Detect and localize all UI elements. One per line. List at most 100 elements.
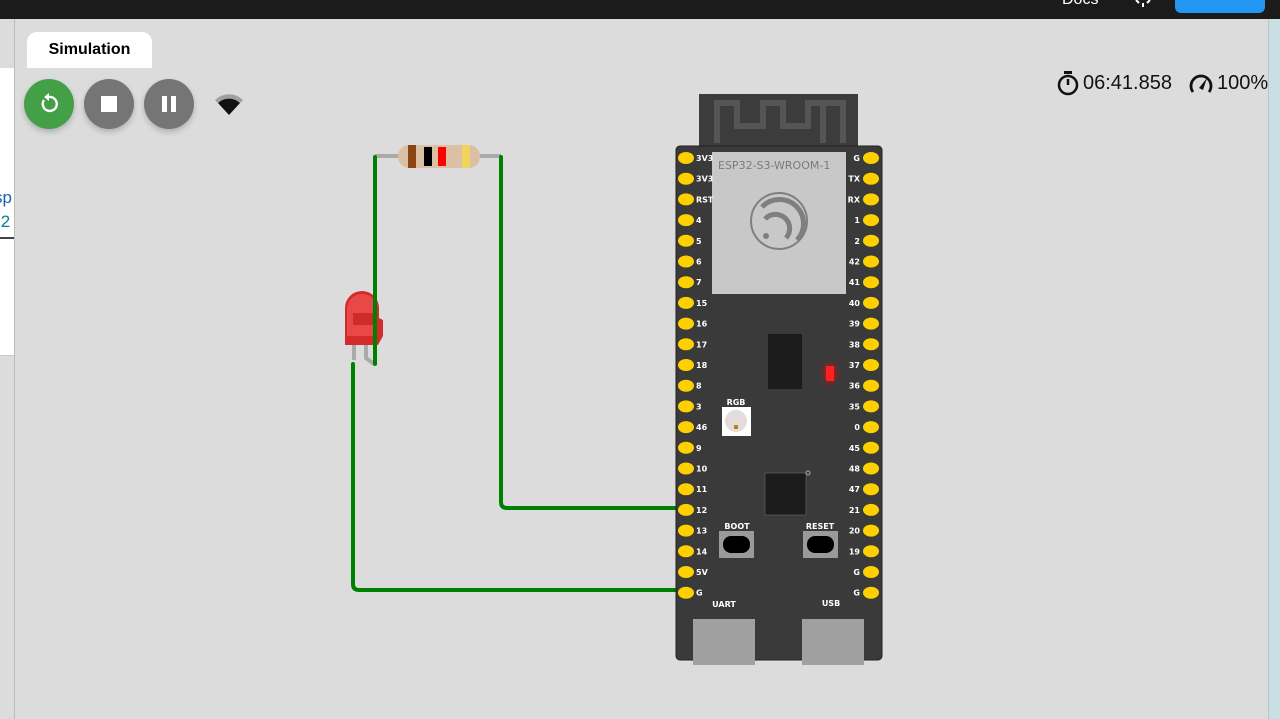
share-button[interactable]	[1175, 0, 1265, 13]
pin-right[interactable]	[863, 379, 879, 392]
pin-right[interactable]	[863, 317, 879, 330]
pin-left[interactable]	[678, 503, 694, 516]
pin-right[interactable]	[863, 152, 879, 164]
simulation-time: 06:41.858	[1083, 71, 1172, 94]
pin-left[interactable]	[678, 400, 694, 413]
pin-label: G	[853, 568, 860, 577]
pin-left[interactable]	[678, 234, 694, 247]
pin-label: 18	[696, 361, 708, 370]
pin-label: 48	[849, 465, 861, 474]
pin-left[interactable]	[678, 214, 694, 227]
pin-label: 7	[696, 278, 702, 287]
pin-label: 15	[696, 299, 708, 308]
pin-left[interactable]	[678, 276, 694, 289]
resistor[interactable]	[375, 145, 501, 168]
docs-link[interactable]: Docs	[1062, 0, 1098, 9]
pin-label: 9	[696, 444, 702, 453]
pin-right[interactable]	[863, 276, 879, 289]
pin-left[interactable]	[678, 379, 694, 392]
pin-right[interactable]	[863, 483, 879, 496]
reset-button[interactable]	[803, 531, 838, 558]
usb-port	[802, 619, 864, 665]
pin-label: RX	[848, 195, 861, 204]
pin-left[interactable]	[678, 566, 694, 578]
pin-label: 4	[696, 216, 702, 225]
pin-left[interactable]	[678, 462, 694, 475]
pin-label: 2	[854, 237, 860, 246]
top-bar: Docs	[0, 0, 1280, 19]
pin-label: 10	[696, 465, 708, 474]
scrollbar[interactable]	[1268, 19, 1280, 719]
pin-right[interactable]	[863, 193, 879, 206]
speed-gauge-icon	[1189, 74, 1213, 93]
pin-left[interactable]	[678, 152, 694, 164]
wires[interactable]	[351, 155, 688, 592]
pin-label: 14	[696, 547, 708, 556]
wifi-icon[interactable]	[214, 92, 244, 116]
red-led[interactable]	[345, 291, 383, 366]
pin-label: RST	[696, 195, 714, 204]
pin-right[interactable]	[863, 503, 879, 516]
divider	[0, 237, 14, 239]
pin-right[interactable]	[863, 462, 879, 475]
svg-text:RGB: RGB	[727, 398, 746, 407]
pin-label: 47	[849, 485, 860, 494]
uart-port	[693, 619, 755, 665]
pin-right[interactable]	[863, 214, 879, 227]
pin-left[interactable]	[678, 359, 694, 371]
stop-button[interactable]	[84, 79, 134, 129]
pin-label: 42	[849, 258, 860, 267]
pin-right[interactable]	[863, 172, 879, 185]
pin-left[interactable]	[678, 524, 694, 537]
theme-toggle-icon[interactable]	[1132, 0, 1154, 8]
pin-right[interactable]	[863, 359, 879, 371]
wire-led-gnd	[351, 362, 688, 592]
pin-label: 46	[696, 423, 708, 432]
pin-right[interactable]	[863, 338, 879, 351]
power-led	[826, 366, 834, 381]
pin-right[interactable]	[863, 545, 879, 558]
pin-right[interactable]	[863, 441, 879, 454]
pin-label: 40	[849, 299, 861, 308]
pin-label: 8	[696, 382, 702, 391]
pin-label: 0	[854, 423, 860, 432]
pin-left[interactable]	[678, 317, 694, 330]
pin-right[interactable]	[863, 255, 879, 268]
pin-label: 5	[696, 237, 702, 246]
pin-left[interactable]	[678, 421, 694, 434]
pin-left[interactable]	[678, 338, 694, 351]
pin-right[interactable]	[863, 234, 879, 247]
pin-left[interactable]	[678, 255, 694, 268]
pin-label: 1	[854, 216, 860, 225]
pin-left[interactable]	[678, 296, 694, 309]
pin-label: G	[853, 589, 860, 598]
pin-left[interactable]	[678, 586, 694, 599]
pin-label: 35	[849, 402, 861, 411]
pin-right[interactable]	[863, 421, 879, 434]
boot-button[interactable]	[719, 531, 754, 558]
pin-label: 12	[696, 506, 707, 515]
pin-right[interactable]	[863, 296, 879, 309]
wire-resistor-gpio12	[499, 155, 688, 510]
pin-label: G	[853, 154, 860, 163]
pin-right[interactable]	[863, 524, 879, 537]
pin-label: 36	[849, 382, 861, 391]
pin-label: 3V3	[696, 175, 713, 184]
pause-button[interactable]	[144, 79, 194, 129]
pin-label: 13	[696, 527, 707, 536]
pin-left[interactable]	[678, 545, 694, 558]
tab-simulation[interactable]: Simulation	[27, 32, 152, 68]
pin-left[interactable]	[678, 193, 694, 206]
pin-right[interactable]	[863, 566, 879, 578]
pin-left[interactable]	[678, 441, 694, 454]
pin-right[interactable]	[863, 400, 879, 413]
pin-left[interactable]	[678, 483, 694, 496]
svg-text:UART: UART	[712, 600, 736, 609]
pin-right[interactable]	[863, 586, 879, 599]
pin-label: 6	[696, 258, 702, 267]
pin-left[interactable]	[678, 172, 694, 185]
svg-text:USB: USB	[822, 599, 840, 608]
esp32-s3-devkit-board[interactable]: ESP32-S3-WROOM-1 RGB BOOT RESET UART USB…	[675, 94, 883, 665]
code-panel-text: .2	[0, 212, 11, 231]
restart-button[interactable]	[24, 79, 74, 129]
